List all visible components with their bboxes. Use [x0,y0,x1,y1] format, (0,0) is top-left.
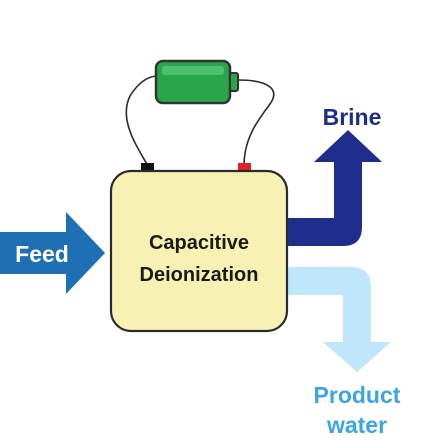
wire-positive [237,79,275,167]
wire-negative [125,75,159,167]
brine-label: Brine [323,104,382,130]
product-water-arrow [280,267,391,372]
product-label-line2: water [326,412,387,438]
negative-terminal [141,163,154,173]
cell-label-line2: Deionization [140,264,259,286]
battery-cap [229,72,239,92]
cell-label-line1: Capacitive [149,232,249,254]
cdi-cell [109,169,289,333]
product-label-line1: Product [314,382,401,408]
brine-arrow [280,130,382,246]
feed-label: Feed [15,241,69,267]
battery-highlight [162,66,224,75]
feed-arrow [0,212,105,294]
positive-terminal [238,163,251,173]
battery-icon [154,59,239,105]
